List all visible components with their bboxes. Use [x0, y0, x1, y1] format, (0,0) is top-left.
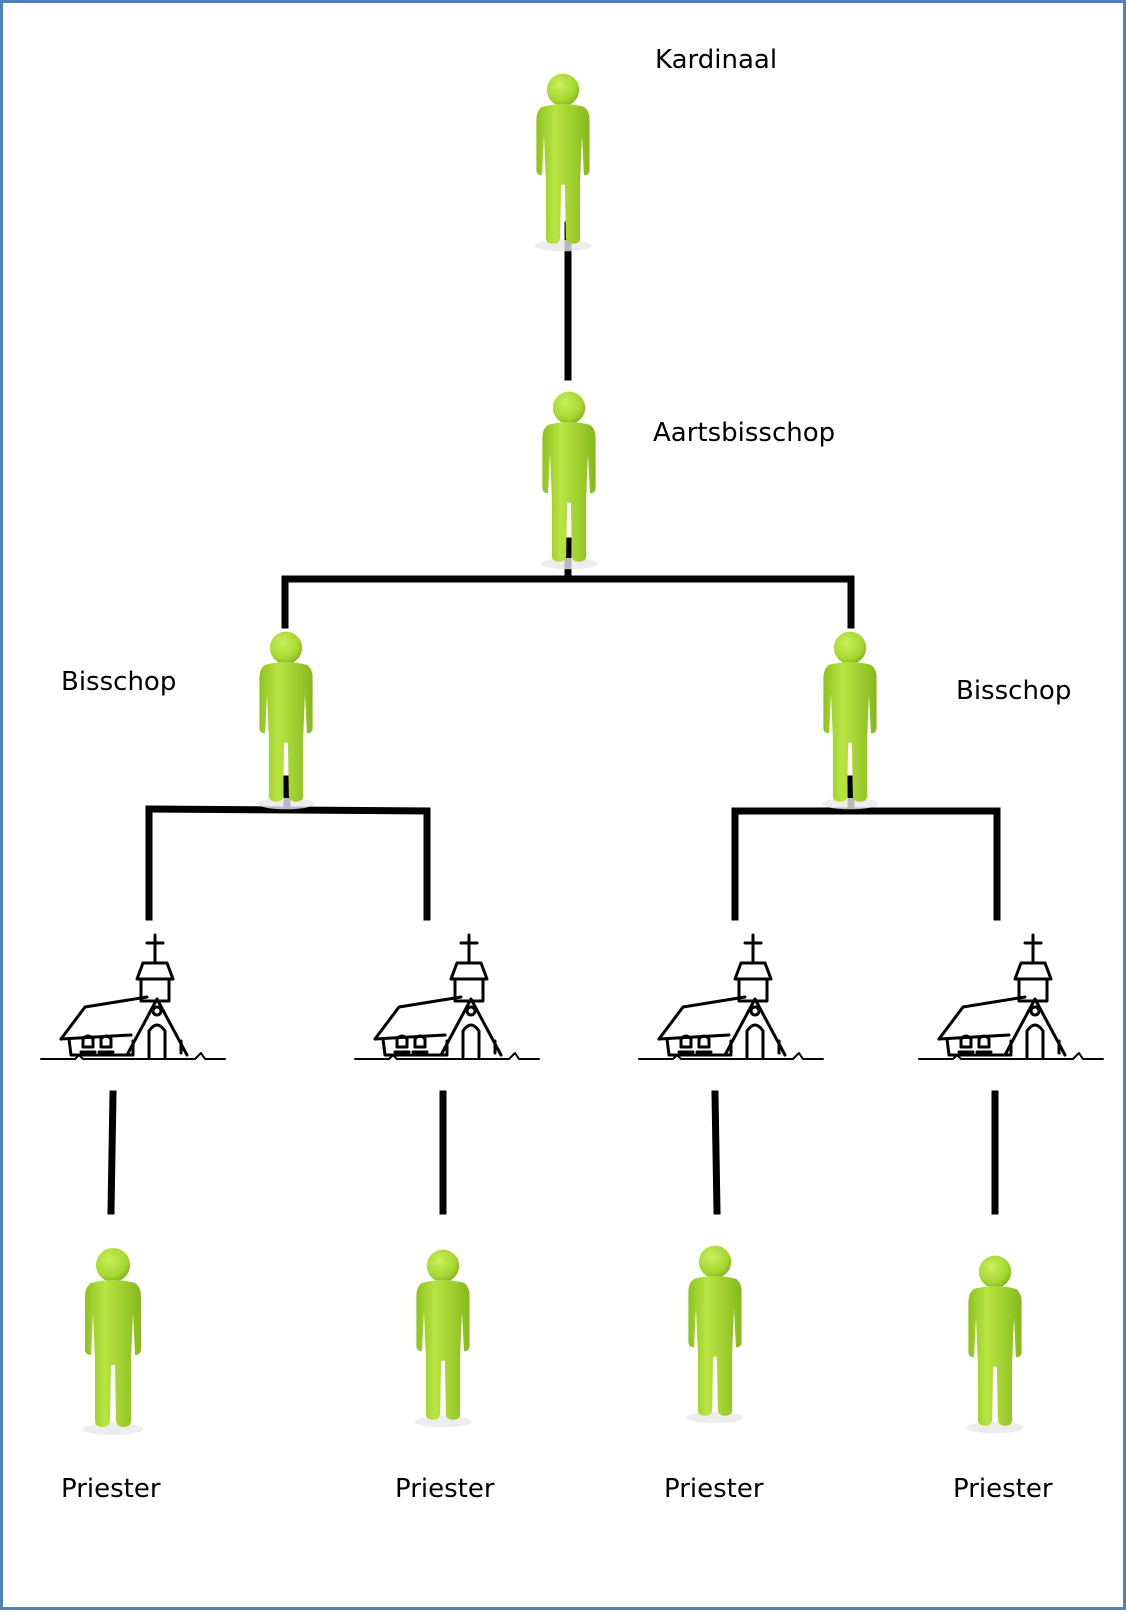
church-icon-4: [917, 933, 1105, 1061]
label-cardinal: Kardinaal: [655, 45, 778, 75]
connector-church-priest-1: [107, 1090, 117, 1215]
person-icon-cardinal: [534, 73, 592, 252]
hierarchy-diagram: [39, 73, 1105, 1435]
church-icon-1: [39, 933, 227, 1061]
label-priest-1: Priester: [61, 1474, 161, 1504]
person-icon-priest-3: [686, 1245, 744, 1424]
person-icon-priest-2: [414, 1249, 472, 1428]
connector-lines: [107, 221, 1001, 1215]
church-icon-2: [353, 933, 541, 1061]
label-priest-4: Priester: [953, 1474, 1053, 1504]
person-icon-priest-1: [83, 1248, 143, 1435]
person-icon-priest-4: [966, 1255, 1024, 1434]
label-bishop-right: Bisschop: [956, 676, 1072, 706]
label-archbishop: Aartsbisschop: [653, 418, 836, 448]
connector-church-priest-3: [711, 1090, 721, 1215]
connector-left-bar: [145, 805, 431, 815]
church-icon-3: [637, 933, 825, 1061]
label-priest-3: Priester: [664, 1474, 764, 1504]
label-priest-2: Priester: [395, 1474, 495, 1504]
label-bishop-left: Bisschop: [61, 667, 177, 697]
